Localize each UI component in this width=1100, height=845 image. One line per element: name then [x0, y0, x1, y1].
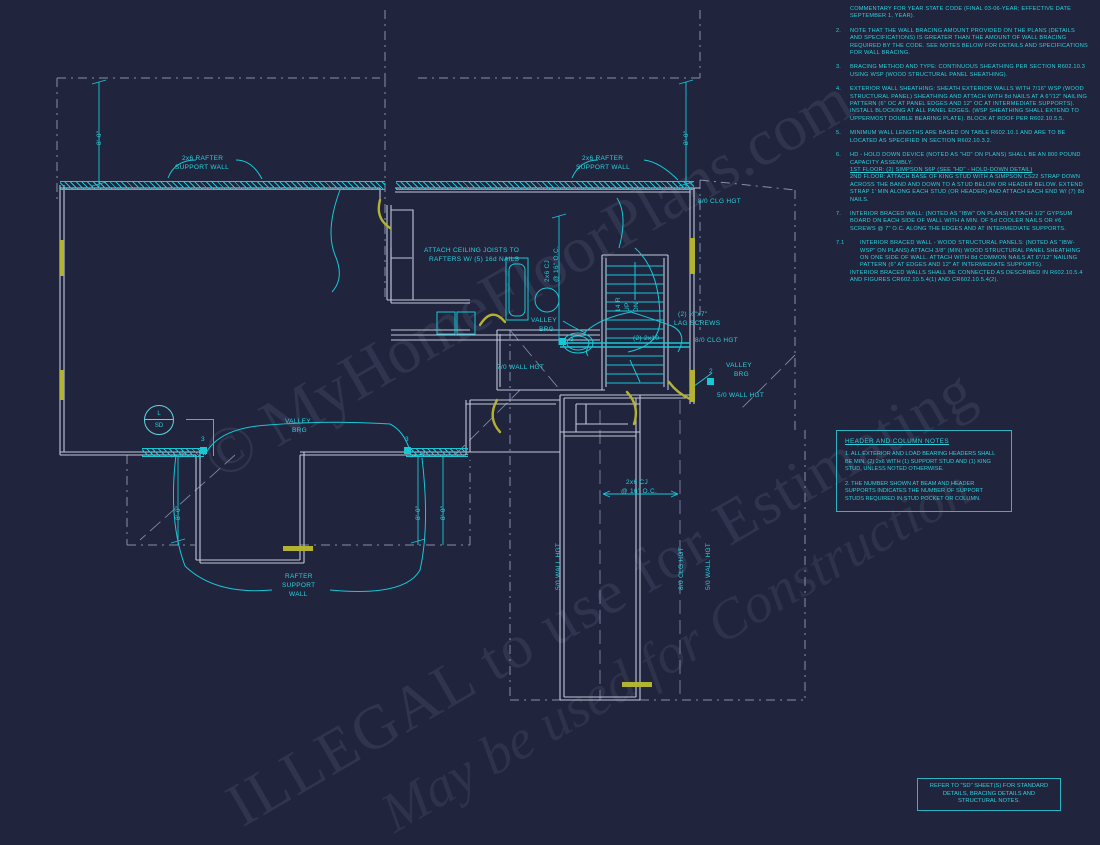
label-clg-hgt-mid-right: 8/0 CLG HGT	[695, 337, 739, 344]
header-column-notes-title: HEADER AND COLUMN NOTES	[845, 438, 950, 445]
note-text: COMMENTARY FOR YEAR STATE CODE (FINAL 03…	[850, 6, 1072, 20]
dimension-lower-right: 8'-0"	[440, 505, 447, 520]
note-number: 6.	[836, 152, 842, 159]
note-item: 2ND FLOOR: ATTACH BASE OF KING STUD WITH…	[836, 174, 1088, 204]
note-number: 2.	[836, 27, 842, 34]
note-number: 4.	[836, 86, 842, 93]
label-wing-wall-hgt-left: 5/0 WALL HGT	[555, 542, 562, 590]
dimension-top-left: 8'-0"	[96, 130, 103, 145]
note-number	[836, 270, 850, 285]
sheet-reference-box: REFER TO "SD" SHEET(S) FOR STANDARD DETA…	[917, 778, 1061, 811]
post-marker-right	[404, 447, 411, 454]
label-rafter-support-wall-lower-line2: SUPPORT	[282, 582, 316, 589]
label-beam-2x10: (2) 2x10	[633, 335, 660, 342]
label-ceiling-joist-line1: 2x6 CJ	[626, 479, 649, 486]
note-item: COMMENTARY FOR YEAR STATE CODE (FINAL 03…	[836, 6, 1088, 21]
note-number: 3.	[836, 64, 842, 71]
note-item: 5. MINIMUM WALL LENGTHS ARE BASED ON TAB…	[836, 130, 1088, 145]
note-number	[836, 167, 850, 174]
label-ceiling-joist-vert-line2: @ 16" O.C.	[553, 245, 560, 282]
label-wall-hgt-5-0-right: 5/0 WALL HGT	[717, 392, 765, 399]
post-count-wing: 2	[709, 368, 713, 375]
post-marker-stair	[559, 338, 566, 345]
note-text: 2ND FLOOR: ATTACH BASE OF KING STUD WITH…	[850, 174, 1085, 203]
header-column-note-1: 1. ALL EXTERIOR AND LOAD BEARING HEADERS…	[845, 451, 996, 473]
label-wall-hgt-7-0: 7/0 WALL HGT	[497, 364, 545, 371]
note-item: 7.1 INTERIOR BRACED WALL - WOOD STRUCTUR…	[836, 240, 1088, 270]
dimension-top-right: 8'-0"	[683, 130, 690, 145]
note-number	[836, 6, 850, 21]
post-count-left: 3	[201, 436, 205, 443]
note-number	[836, 174, 850, 204]
label-clg-hgt-top-right: 8/0 CLG HGT	[698, 198, 742, 205]
note-text: 1ST FLOOR: (2) SIMPSON S6P (SEE "HD" - H…	[850, 166, 1033, 173]
note-number: 7.	[836, 210, 842, 217]
label-valley-brg-lower-line2: BRG	[292, 427, 307, 434]
label-stair-up: UP	[624, 302, 631, 312]
note-item: 3. BRACING METHOD AND TYPE: CONTINUOUS S…	[836, 64, 1088, 79]
note-text: INTERIOR BRACED WALL - WOOD STRUCTURAL P…	[860, 240, 1081, 269]
bearing-wall-top-right	[396, 181, 694, 190]
label-valley-brg-center-line1: VALLEY	[531, 317, 557, 324]
label-valley-brg-lower-line1: VALLEY	[285, 418, 311, 425]
note-text: EXTERIOR WALL SHEATHING: SHEATH EXTERIOR…	[850, 86, 1087, 122]
callout-detail-letter: L	[145, 406, 173, 420]
dimension-lower-left: 8'-0"	[175, 505, 182, 520]
note-text: BRACING METHOD AND TYPE: CONTINUOUS SHEA…	[850, 64, 1086, 78]
label-lag-screws-line2: LAG SCREWS	[674, 320, 721, 327]
note-text: INTERIOR BRACED WALLS SHALL BE CONNECTED…	[850, 269, 1083, 284]
note-number: 7.1	[836, 240, 845, 247]
sheet-reference-text: REFER TO "SD" SHEET(S) FOR STANDARD DETA…	[929, 783, 1049, 805]
label-stair-riser-count: 14 R	[615, 297, 622, 312]
label-ceiling-joist-line2: @ 16" O.C.	[621, 488, 658, 495]
label-rafter-support-wall-top-left-line1: 2x6 RAFTER	[182, 155, 224, 162]
post-count-right: 3	[405, 436, 409, 443]
callout-leader-down	[213, 419, 214, 456]
callout-sheet-number: SD	[154, 423, 164, 429]
note-number: 5.	[836, 130, 842, 137]
structural-notes-column: COMMENTARY FOR YEAR STATE CODE (FINAL 03…	[836, 6, 1088, 292]
label-ceiling-joist-vert-line1: 2x6 CJ	[544, 259, 551, 282]
label-stair-dn: DN	[633, 302, 640, 312]
bearing-wall-top-left	[60, 181, 385, 190]
label-rafter-support-wall-top-right-line2: SUPPORT WALL	[576, 164, 631, 171]
note-item: 1ST FLOOR: (2) SIMPSON S6P (SEE "HD" - H…	[836, 167, 1088, 174]
note-text: INTERIOR BRACED WALL: (NOTED AS "IBW" ON…	[850, 210, 1073, 232]
note-item: 4. EXTERIOR WALL SHEATHING: SHEATH EXTER…	[836, 86, 1088, 123]
label-wing-clg-hgt: 8/0 CLG HGT	[678, 546, 685, 590]
note-text: HD - HOLD DOWN DEVICE (NOTED AS "HD" ON …	[850, 152, 1081, 166]
label-rafter-support-wall-top-right-line1: 2x6 RAFTER	[582, 155, 624, 162]
label-valley-brg-center-line2: BRG	[539, 326, 554, 333]
label-valley-brg-right-line2: BRG	[734, 371, 749, 378]
label-lag-screws-line1: (2) ½"x7"	[678, 311, 708, 318]
label-attach-ceiling-joists-line2: RAFTERS W/ (5) 16d NAILS	[429, 256, 520, 263]
note-text: NOTE THAT THE WALL BRACING AMOUNT PROVID…	[850, 27, 1088, 57]
note-item: 2. NOTE THAT THE WALL BRACING AMOUNT PRO…	[836, 28, 1088, 58]
post-marker-wing	[707, 378, 714, 385]
callout-leader-vertical	[186, 419, 214, 420]
bearing-wall-lower-right	[406, 448, 468, 457]
note-item: INTERIOR BRACED WALLS SHALL BE CONNECTED…	[836, 270, 1088, 285]
label-valley-brg-right-line1: VALLEY	[726, 362, 752, 369]
label-rafter-support-wall-top-left-line2: SUPPORT WALL	[175, 164, 230, 171]
label-rafter-support-wall-lower-line1: RAFTER	[285, 573, 313, 580]
note-item: 7. INTERIOR BRACED WALL: (NOTED AS "IBW"…	[836, 211, 1088, 233]
note-item: 6. HD - HOLD DOWN DEVICE (NOTED AS "HD" …	[836, 152, 1088, 167]
post-marker-left	[200, 447, 207, 454]
bearing-wall-lower-left	[142, 448, 204, 457]
note-text: MINIMUM WALL LENGTHS ARE BASED ON TABLE …	[850, 130, 1066, 144]
header-column-note-2: 2. THE NUMBER SHOWN AT BEAM AND HEADER S…	[845, 480, 983, 502]
dimension-lower-mid: 8'-0"	[415, 505, 422, 520]
label-wing-wall-hgt-right: 5/0 WALL HGT	[705, 542, 712, 590]
label-attach-ceiling-joists-line1: ATTACH CEILING JOISTS TO	[424, 247, 520, 254]
detail-callout-bubble[interactable]: L SD	[144, 405, 174, 435]
header-column-notes-box: HEADER AND COLUMN NOTES 1. ALL EXTERIOR …	[836, 430, 1012, 512]
post-count-stair: 3	[570, 336, 574, 343]
label-rafter-support-wall-lower-line3: WALL	[289, 591, 308, 598]
drawing-sheet: © MyHomeFloorPlans.com ILLEGAL to use fo…	[56, 6, 1088, 845]
